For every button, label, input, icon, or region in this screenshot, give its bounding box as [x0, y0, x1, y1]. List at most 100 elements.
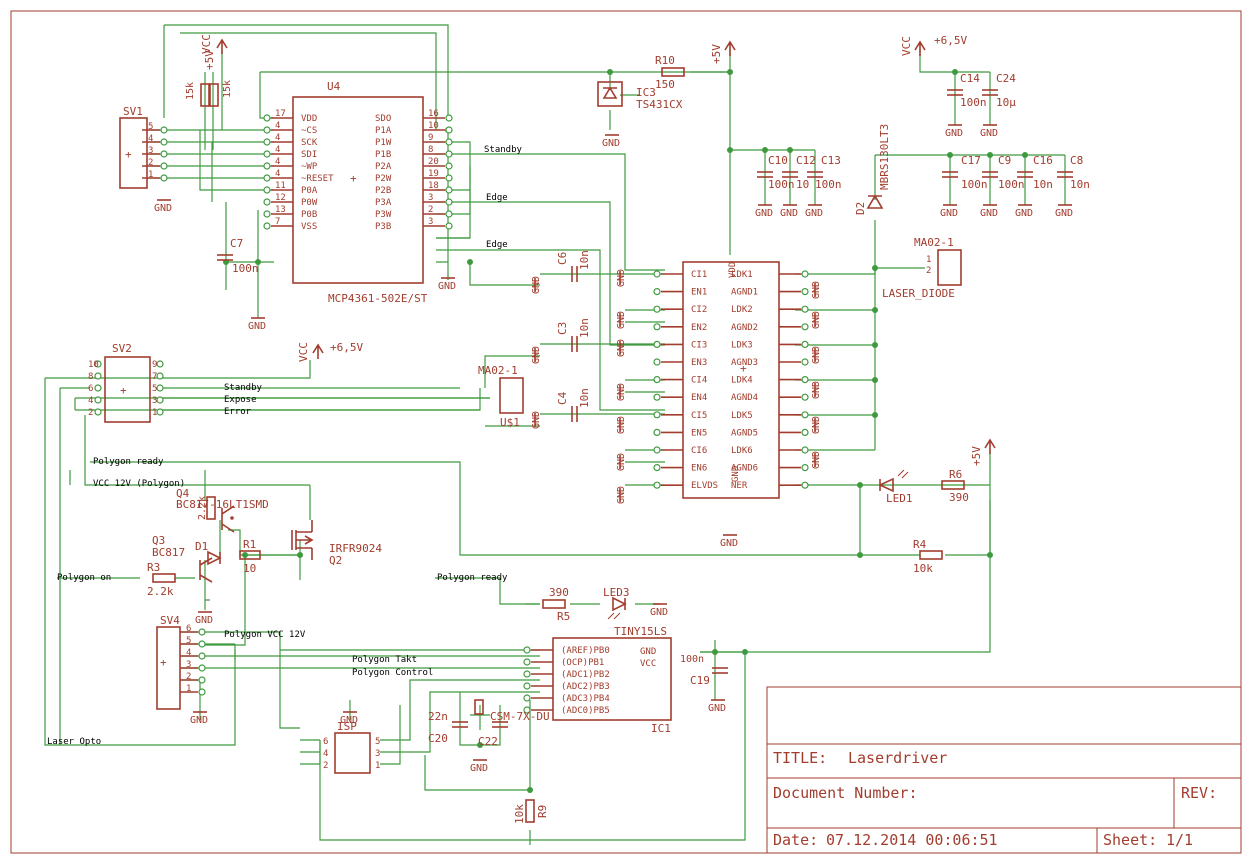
c7-value: 100n	[232, 262, 259, 275]
ic1-pin-label: (ADC2)PB3	[561, 682, 610, 692]
sv4-pad	[198, 688, 206, 696]
svg-text:5: 5	[375, 737, 380, 747]
date-label: Date:	[773, 831, 818, 849]
ic1-name: IC1	[651, 722, 671, 735]
q4-value: BC817-16LT1SMD	[176, 498, 269, 511]
r9-name: R9	[536, 805, 549, 818]
sv1-pin-number: 2	[148, 158, 153, 168]
laser-conn-value: LASER_DIODE	[882, 287, 955, 300]
u4-pin-number: 20	[428, 157, 439, 167]
ldd-pad	[653, 270, 661, 278]
u4-pin-number: 10	[428, 121, 439, 131]
c22-name: C22	[478, 735, 498, 748]
net-polygon-control: Polygon Control	[352, 668, 433, 678]
ldd-pin-label: EN1	[691, 288, 707, 298]
sheet-value: 1/1	[1166, 831, 1193, 849]
net-error: Error	[224, 407, 252, 417]
ldd-pin-label: EN6	[691, 464, 707, 474]
ldd-pin-label: AGND6	[731, 464, 758, 474]
ldd-pin-label: EN4	[691, 393, 707, 403]
u4-pad	[263, 174, 271, 182]
connector-isp: ISP 642 531	[323, 720, 380, 774]
svg-text:2: 2	[926, 266, 931, 276]
supply-arrow-icon	[914, 40, 926, 56]
svg-text:4: 4	[323, 749, 328, 759]
net-labels: Standby Edge Edge Standby Expose Error P…	[47, 145, 523, 747]
svg-text:6: 6	[323, 737, 328, 747]
u4-pin-label: P3B	[375, 222, 391, 232]
u4-pad	[263, 138, 271, 146]
c20-name: C20	[428, 732, 448, 745]
ic1-pin-label: (AREF)PB0	[561, 646, 610, 656]
u4-pin-number: 12	[275, 193, 286, 203]
sv4-pad	[198, 676, 206, 684]
vcc-label-right: VCC	[900, 36, 913, 56]
u4-pin-label: P3A	[375, 198, 392, 208]
u4-pad	[445, 150, 453, 158]
ldd-pad	[653, 340, 661, 348]
v65-label-right: +6,5V	[934, 34, 967, 47]
r5-value: 390	[549, 586, 569, 599]
r6-value: 390	[949, 491, 969, 504]
resistors: R10 150 390 R5 R6 390 R4 10k R3 2.2k R1 …	[147, 54, 969, 824]
sv4-pad	[198, 628, 206, 636]
u4-pin-label: P0A	[301, 186, 318, 196]
u4-pad	[263, 210, 271, 218]
ground-label: GND	[195, 615, 213, 626]
q3-name: Q3	[152, 534, 165, 547]
ground-label: GND	[616, 269, 627, 287]
vcc-label-top: VCC	[200, 34, 213, 54]
ground-label: GND	[438, 281, 456, 292]
r10-value: 150	[655, 78, 675, 91]
sv2-pad	[94, 408, 102, 416]
u4-pad	[445, 126, 453, 134]
ground-label: GND	[811, 451, 822, 469]
ldd-pad	[653, 481, 661, 489]
net-edge-2: Edge	[486, 240, 508, 250]
c19-value: 100n	[680, 654, 704, 665]
ground-label: GND	[811, 311, 822, 329]
c16-value: 10n	[1033, 178, 1053, 191]
sv4-pin-number: 4	[186, 648, 191, 658]
laser-conn-name: MA02-1	[914, 236, 954, 249]
ground-label: GND	[616, 416, 627, 434]
r10-name: R10	[655, 54, 675, 67]
led1-name: LED1	[886, 492, 913, 505]
ground-label: GND	[755, 208, 773, 219]
ground-label: GND	[708, 703, 726, 714]
ldd-pad	[801, 446, 809, 454]
sheet-label: Sheet:	[1103, 831, 1157, 849]
c7-name: C7	[230, 237, 243, 250]
u4-pin-label: SDO	[375, 114, 391, 124]
ic1-pin-label: (ADC0)PB5	[561, 706, 610, 716]
ldd-pin-label: LDK5	[731, 411, 753, 421]
c8-value: 10n	[1070, 178, 1090, 191]
u4-pin-label: P2B	[375, 186, 391, 196]
u4-pin-label: P2A	[375, 162, 392, 172]
supply-labels: VCC +5V +5V VCC +6,5V VCC +6,5V +5V	[200, 34, 983, 466]
ground-label: GND	[470, 763, 488, 774]
pullup-a-value: 15k	[185, 82, 196, 100]
u4-name: U4	[327, 80, 341, 93]
semiconductors: IC3 TS431CX D2 MBRS130LT3 LED1 LED3 Q4 B…	[152, 81, 913, 715]
c19-name: C19	[690, 674, 710, 687]
svg-text:1: 1	[926, 255, 931, 265]
ldd-pin-label: EN3	[691, 358, 707, 368]
sv2-name: SV2	[112, 342, 132, 355]
u4-pin-label: P0W	[301, 198, 318, 208]
ic1-pad	[523, 706, 531, 714]
sv1-pin-number: 5	[148, 122, 153, 132]
capacitors	[217, 89, 1073, 728]
u4-pin-number: 7	[275, 217, 280, 227]
capacitor-labels: C7 100n C6 10n C3 10n C4 10n C14 100n C2…	[230, 72, 1090, 748]
u4-pin-number: 13	[275, 205, 286, 215]
u4-pad	[445, 114, 453, 122]
c14-value: 100n	[960, 96, 987, 109]
svg-text:3: 3	[375, 749, 380, 759]
u4-pin-label: SDI	[301, 150, 317, 160]
svg-text:2: 2	[323, 761, 328, 771]
ldd-pin-label: LDK6	[731, 446, 753, 456]
sv2-pin-number: 3	[152, 396, 157, 406]
sv2-pad	[94, 396, 102, 404]
